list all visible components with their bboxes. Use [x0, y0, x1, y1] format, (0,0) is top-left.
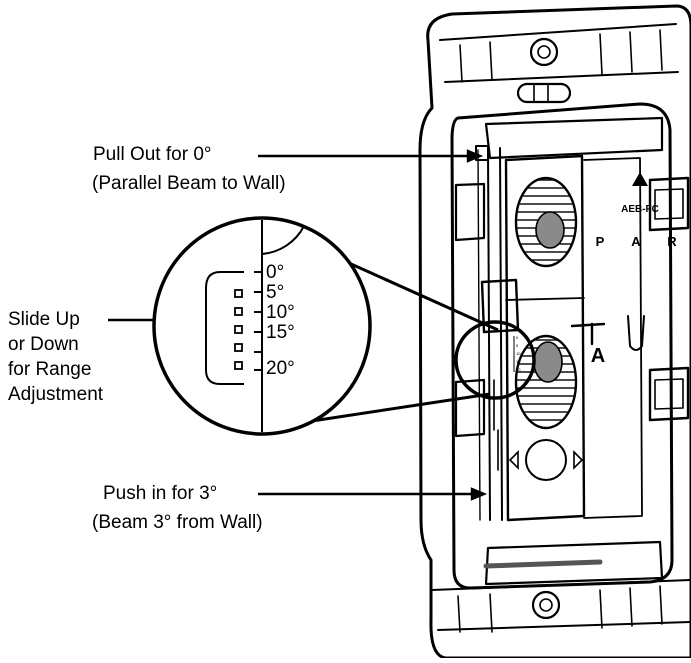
scale-tick-10: 10° [266, 302, 295, 323]
scale-tick-15: 15° [266, 322, 295, 343]
svg-text:0: 0 [516, 335, 519, 340]
sensor-housing [418, 4, 691, 660]
scale-tick-5: 5° [266, 282, 284, 303]
warning-icon [632, 172, 648, 186]
upper-lens [514, 176, 578, 268]
mode-letter-r: R [667, 234, 677, 249]
slide-callout-line3: for Range [8, 359, 92, 380]
svg-text:10: 10 [516, 351, 521, 356]
svg-text:20: 20 [516, 367, 521, 372]
pull-out-callout-title: Pull Out for 0° [93, 144, 212, 165]
scale-tick-20: 20° [266, 358, 295, 379]
mode-letter-a: A [631, 234, 641, 249]
slide-callout-line4: Adjustment [8, 384, 104, 405]
device-range-scale: 0 5 10 15 20 [513, 335, 521, 372]
scale-tick-0: 0° [266, 262, 284, 283]
mode-letter-p: P [596, 234, 605, 249]
push-in-callout-note: (Beam 3° from Wall) [92, 512, 263, 533]
lens-label: A [591, 345, 605, 367]
leader-lines [108, 149, 488, 501]
model-code: AEB-FC [621, 204, 659, 215]
pull-out-callout-note: (Parallel Beam to Wall) [92, 173, 286, 194]
push-in-callout-title: Push in for 3° [103, 483, 218, 504]
lower-lens [514, 334, 578, 430]
walk-test-button [508, 439, 584, 481]
svg-text:15: 15 [516, 359, 521, 364]
slide-callout-line2: or Down [8, 334, 79, 355]
slide-callout-line1: Slide Up [8, 309, 80, 330]
svg-text:5: 5 [516, 343, 519, 348]
magnifier-circle [152, 216, 372, 436]
